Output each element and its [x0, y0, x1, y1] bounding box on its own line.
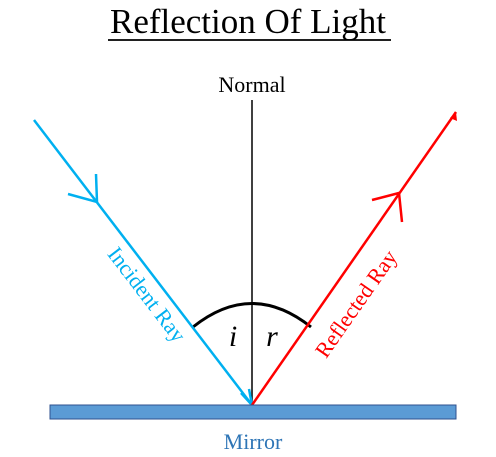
- reflected-end-arrowhead: [450, 112, 457, 121]
- angle-arc: [192, 302, 312, 329]
- mirror-label: Mirror: [224, 429, 283, 454]
- diagram-title: Reflection Of Light: [110, 2, 386, 41]
- angle-incidence-label: i: [229, 320, 237, 353]
- reflected-direction-arrow: [371, 191, 404, 223]
- mirror: [49, 404, 457, 420]
- angle-reflection-label: r: [266, 320, 278, 353]
- normal-label: Normal: [218, 72, 285, 97]
- incident-ray: [33, 119, 255, 410]
- reflected-ray: [250, 111, 458, 406]
- incident-ray-label: Incident Ray: [103, 242, 192, 347]
- incident-direction-arrow: [67, 173, 99, 204]
